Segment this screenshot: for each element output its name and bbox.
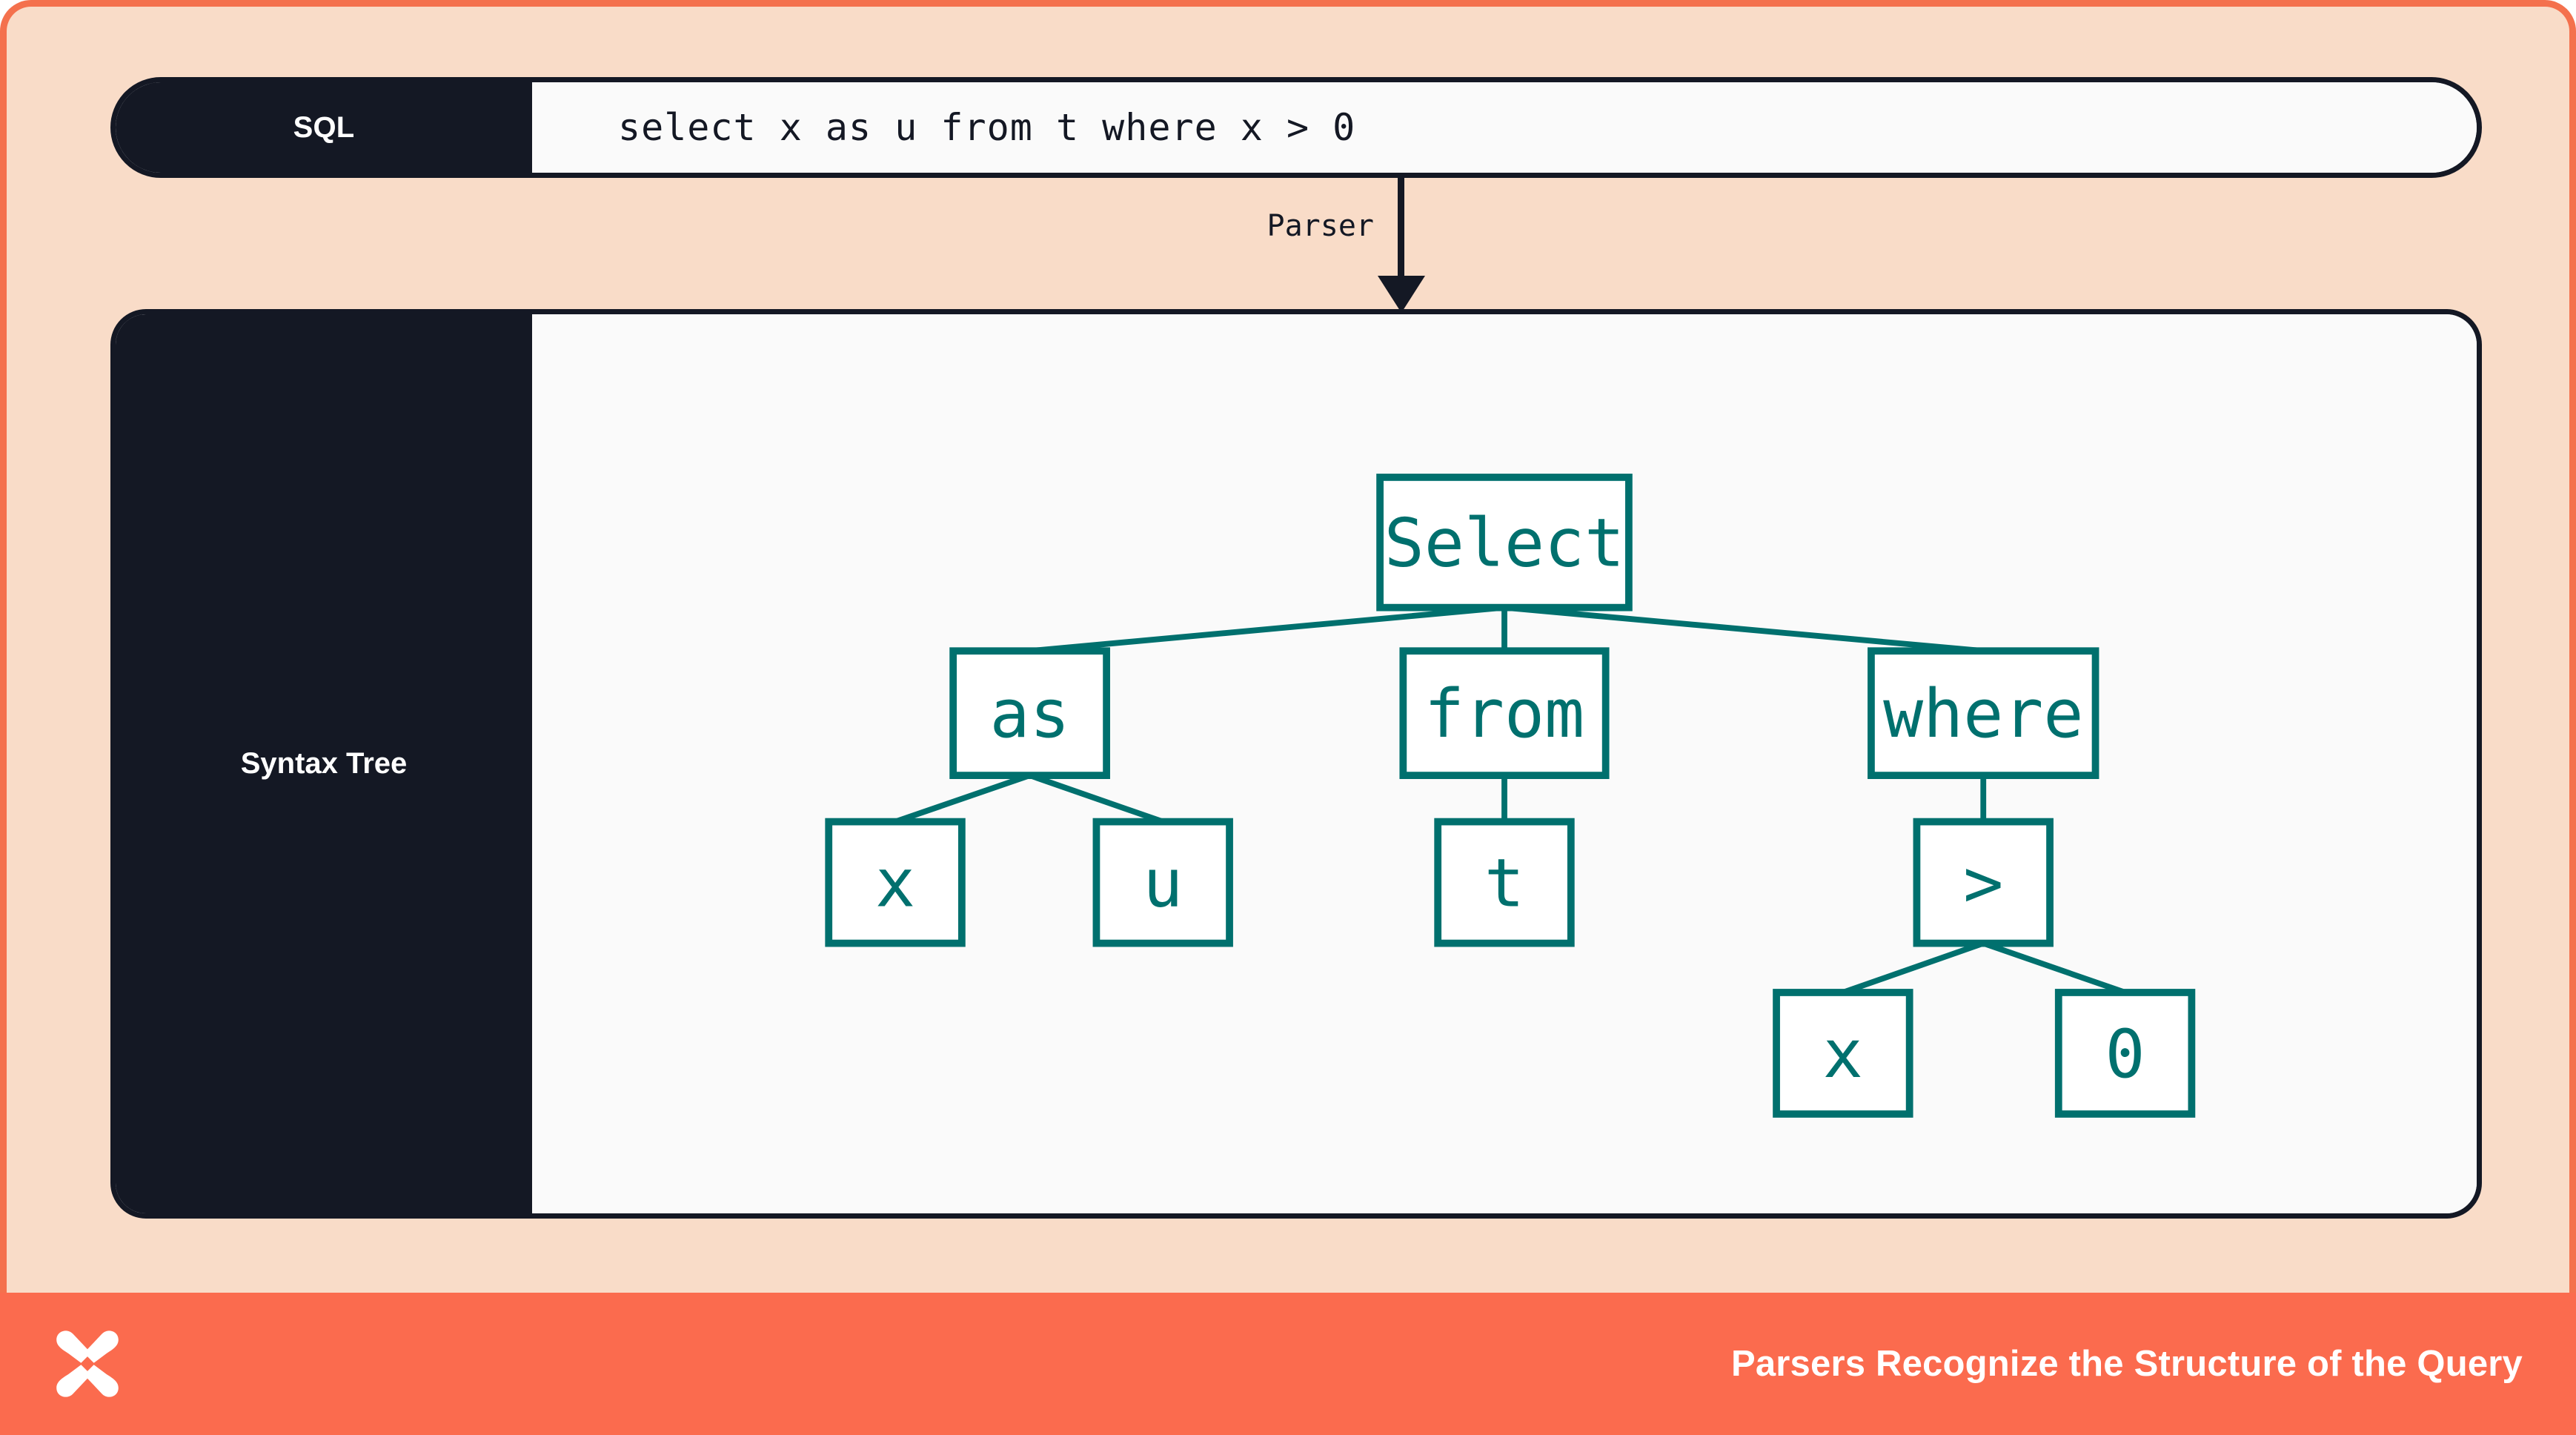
tree-node-box: [2054, 989, 2196, 1118]
tree-edge: [1504, 604, 1984, 654]
tree-node-label: >: [1963, 846, 2003, 923]
tree-node-from: from: [1399, 647, 1610, 779]
sql-row: SQL select x as u from t where x > 0: [110, 77, 2482, 178]
tree-node-label: x: [875, 846, 915, 923]
sql-label: SQL: [116, 82, 532, 173]
tree-node-t: t: [1434, 818, 1575, 947]
tree-node-select: Select: [1376, 474, 1633, 612]
tree-node-box: [1399, 647, 1610, 779]
tree-node-where: where: [1868, 647, 2099, 779]
arrow-shaft: [1398, 178, 1404, 282]
syntax-tree-label: Syntax Tree: [116, 314, 532, 1213]
tree-node-gt: >: [1913, 818, 2054, 947]
footer-bar: Parsers Recognize the Structure of the Q…: [0, 1293, 2576, 1435]
tree-edge: [1982, 940, 2126, 995]
tree-node-box: [825, 818, 966, 947]
syntax-tree-graph: Select as from where x u t > x 0: [825, 474, 2196, 1118]
tree-node-label: u: [1143, 846, 1183, 923]
tree-node-box: [1092, 818, 1233, 947]
footer-caption: Parsers Recognize the Structure of the Q…: [1730, 1344, 2523, 1384]
tree-node-box: [1868, 647, 2099, 779]
tree-node-zero: 0: [2054, 989, 2196, 1118]
tree-edge: [1842, 940, 1985, 995]
tree-node-box: [1773, 989, 1913, 1118]
tree-edge: [1029, 604, 1505, 654]
tree-node-box: [1434, 818, 1575, 947]
x-mark-logo-icon: [56, 1330, 119, 1397]
tree-node-box: [1376, 474, 1633, 612]
tree-node-label: x: [1823, 1016, 1863, 1093]
tree-node-as: as: [949, 647, 1110, 779]
tree-node-u: u: [1092, 818, 1233, 947]
tree-node-label: t: [1484, 846, 1524, 923]
outer-frame: SQL select x as u from t where x > 0 Par…: [0, 0, 2576, 1293]
tree-node-label: where: [1883, 676, 2083, 753]
parser-arrow-label: Parser: [1267, 209, 1375, 243]
parser-arrow: Parser: [1267, 178, 1474, 313]
arrow-head-icon: [1378, 276, 1425, 313]
syntax-tree-panel: Syntax Tree Select as from where x u t > x 0: [110, 309, 2482, 1219]
tree-node-label: as: [990, 676, 1070, 753]
tree-node-box: [949, 647, 1110, 779]
tree-node-label: from: [1424, 676, 1584, 753]
tree-node-box: [1913, 818, 2054, 947]
tree-edge: [1029, 772, 1164, 825]
syntax-tree-canvas: Select as from where x u t > x 0: [532, 314, 2477, 1213]
tree-edge: [894, 772, 1031, 825]
tree-node-label: 0: [2105, 1016, 2145, 1093]
tree-node-x1: x: [825, 818, 966, 947]
tree-node-x2: x: [1773, 989, 1913, 1118]
sql-query-text: select x as u from t where x > 0: [532, 82, 2477, 173]
tree-node-label: Select: [1384, 506, 1624, 583]
